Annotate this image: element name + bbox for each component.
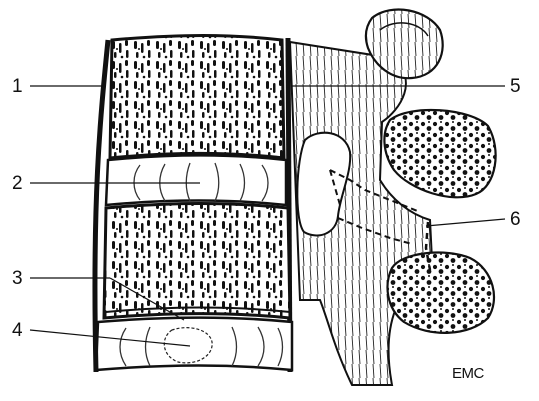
leader-line-6: [426, 219, 505, 226]
lower-process-section: [388, 253, 494, 333]
callout-1: 1: [12, 76, 23, 97]
publisher-credit: EMC: [452, 365, 485, 382]
upper-process-section: [384, 110, 495, 197]
callout-4: 4: [12, 320, 23, 341]
upper-vertebral-body: [110, 36, 284, 159]
lower-vertebral-body: [104, 204, 290, 319]
callout-2: 2: [12, 173, 23, 194]
lower-intervertebral-disc: [96, 318, 292, 371]
callout-3: 3: [12, 268, 23, 289]
posterior-arch: [290, 9, 496, 385]
callout-5: 5: [510, 76, 521, 97]
upper-intervertebral-disc: [106, 156, 286, 206]
callout-6: 6: [510, 209, 521, 230]
